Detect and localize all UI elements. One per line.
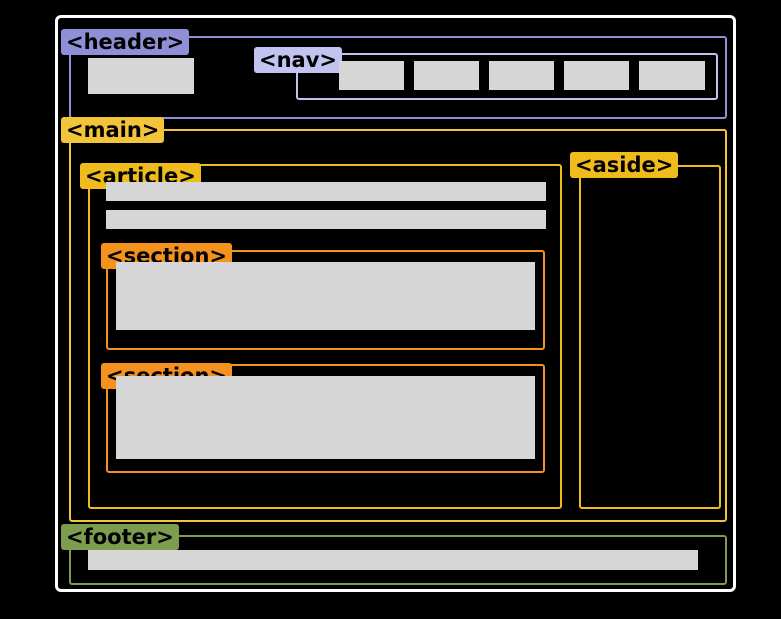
nav-tag: <nav> bbox=[254, 47, 343, 73]
article-text-placeholder bbox=[106, 210, 546, 229]
nav-item-placeholder bbox=[564, 61, 629, 90]
main-region bbox=[69, 129, 727, 522]
header-tag: <header> bbox=[61, 29, 190, 55]
header-region bbox=[69, 36, 727, 119]
main-tag: <main> bbox=[61, 117, 165, 143]
section-content-placeholder-1 bbox=[116, 262, 535, 330]
aside-tag: <aside> bbox=[570, 152, 679, 178]
nav-item-placeholder bbox=[339, 61, 404, 90]
page-frame bbox=[55, 15, 736, 592]
aside-region bbox=[579, 165, 721, 509]
nav-item-placeholder bbox=[639, 61, 705, 90]
nav-region bbox=[296, 53, 718, 100]
article-heading-placeholder bbox=[106, 182, 546, 201]
footer-tag: <footer> bbox=[61, 524, 179, 550]
section-region-2 bbox=[106, 364, 545, 473]
header-logo-placeholder bbox=[88, 58, 194, 94]
nav-item-placeholder bbox=[489, 61, 554, 90]
footer-content-placeholder bbox=[88, 550, 698, 570]
section-region-1 bbox=[106, 250, 545, 350]
section-content-placeholder-2 bbox=[116, 376, 535, 459]
article-region bbox=[88, 164, 562, 509]
footer-region bbox=[69, 535, 727, 585]
nav-item-placeholder bbox=[414, 61, 479, 90]
